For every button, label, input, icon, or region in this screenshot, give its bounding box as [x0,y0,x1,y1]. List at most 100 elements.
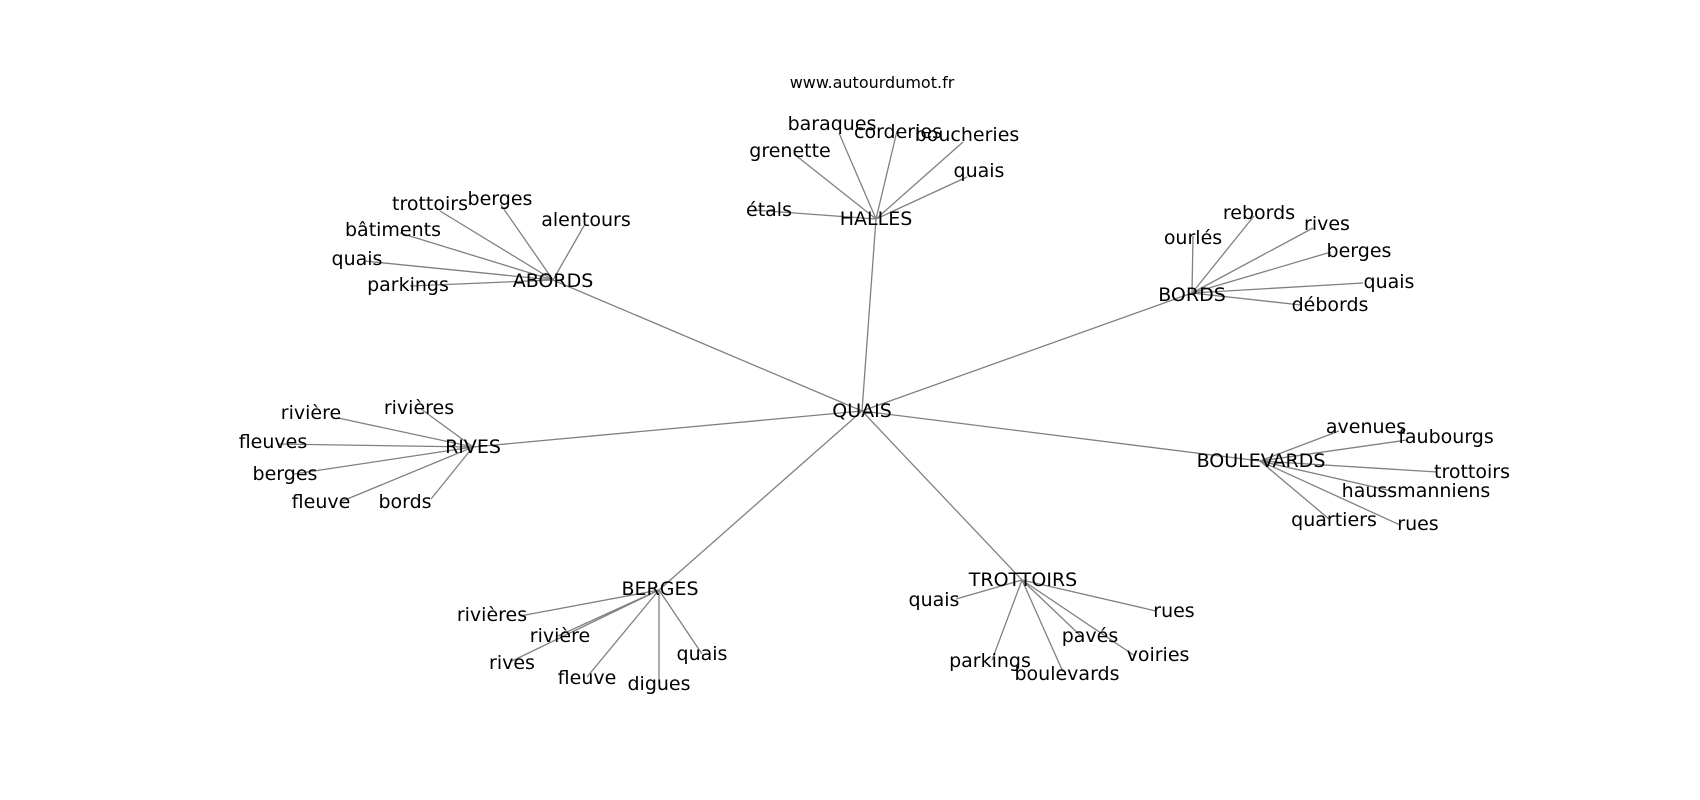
edge-center-0 [861,218,877,412]
edge-4-4 [1259,460,1330,520]
leaf-node-2-3[interactable]: berges [1327,240,1392,262]
edge-1-1 [500,204,554,281]
hub-node-1[interactable]: ABORDS [513,270,594,292]
edge-2-2 [1191,235,1194,294]
leaf-node-2-2[interactable]: ourlés [1164,227,1222,249]
leaf-node-4-3[interactable]: haussmanniens [1342,480,1491,502]
leaf-node-3-2[interactable]: fleuves [239,431,308,453]
leaf-node-1-2[interactable]: alentours [541,209,630,231]
edge-4-1 [1259,439,1408,462]
leaf-node-6-3[interactable]: parkings [949,650,1031,672]
leaf-node-6-5[interactable]: boulevards [1014,663,1119,685]
edge-5-2 [511,589,660,662]
edge-6-2 [1021,579,1084,639]
leaf-node-0-0[interactable]: baraques [788,113,877,135]
edge-4-2 [1259,460,1438,473]
leaf-node-1-4[interactable]: quais [332,248,383,270]
edge-1-4 [363,260,554,281]
edge-5-5 [658,589,703,655]
leaf-node-3-4[interactable]: fleuve [292,491,351,513]
edges [276,130,1438,683]
edge-5-3 [586,589,660,678]
leaf-node-1-0[interactable]: trottoirs [392,193,468,215]
leaf-node-5-0[interactable]: rivières [457,604,527,626]
leaf-node-2-4[interactable]: quais [1364,271,1415,293]
edge-1-3 [399,232,554,281]
edge-2-3 [1191,251,1332,294]
leaf-node-4-4[interactable]: quartiers [1291,509,1377,531]
leaf-node-3-1[interactable]: rivières [384,397,454,419]
edge-0-1 [875,130,898,220]
edge-6-3 [991,579,1023,661]
edge-4-5 [1259,460,1401,526]
leaf-node-5-4[interactable]: digues [627,673,690,695]
leaf-node-5-3[interactable]: fleuve [558,667,617,689]
leaf-node-3-5[interactable]: bords [378,491,431,513]
leaf-node-2-1[interactable]: rives [1304,213,1350,235]
edge-center-5 [658,410,863,591]
edge-center-2 [861,292,1193,412]
edge-0-2 [875,141,964,220]
edge-2-5 [1191,292,1302,306]
leaf-node-6-2[interactable]: pavés [1062,625,1119,647]
edge-3-3 [293,446,474,475]
leaf-node-6-1[interactable]: rues [1153,600,1194,622]
leaf-node-6-4[interactable]: voiries [1127,644,1190,666]
center-node[interactable]: QUAIS [832,400,892,422]
leaf-node-1-5[interactable]: parkings [367,274,449,296]
edge-3-1 [420,408,474,448]
edge-2-1 [1191,227,1314,294]
edge-0-4 [875,176,968,220]
edge-6-4 [1021,579,1136,657]
leaf-node-5-5[interactable]: quais [677,643,728,665]
edge-center-4 [861,410,1261,462]
edge-0-5 [752,209,877,220]
hub-node-4[interactable]: BOULEVARDS [1197,450,1326,472]
edge-3-4 [339,446,474,503]
leaf-node-1-3[interactable]: bâtiments [345,219,441,241]
edge-center-6 [861,410,1023,581]
hub-node-5[interactable]: BERGES [621,578,698,600]
hub-node-0[interactable]: HALLES [840,208,913,230]
leaf-node-5-1[interactable]: rivière [530,625,590,647]
edge-2-4 [1191,282,1364,294]
hub-node-6[interactable]: TROTTOIRS [968,569,1077,591]
edge-center-3 [472,410,863,448]
hub-node-3[interactable]: RIVES [445,436,501,458]
edge-6-5 [1021,579,1064,673]
edge-6-1 [1021,579,1157,612]
leaf-node-0-3[interactable]: grenette [749,140,830,162]
leaf-node-4-0[interactable]: avenues [1326,416,1406,438]
leaf-node-0-1[interactable]: corderies [854,121,942,143]
leaf-node-0-5[interactable]: étals [746,199,792,221]
leaf-node-1-1[interactable]: berges [468,188,533,210]
leaf-node-0-2[interactable]: boucheries [915,124,1020,146]
edge-0-3 [793,153,877,220]
leaf-node-0-4[interactable]: quais [954,160,1005,182]
leaf-node-4-5[interactable]: rues [1397,513,1438,535]
edge-5-0 [519,589,660,617]
leaf-node-2-0[interactable]: rebords [1223,202,1295,224]
leaf-node-4-2[interactable]: trottoirs [1434,461,1510,483]
edge-4-0 [1259,430,1340,462]
hub-node-2[interactable]: BORDS [1158,284,1226,306]
edge-3-5 [430,446,474,500]
leaf-node-2-5[interactable]: débords [1292,294,1369,316]
edge-1-0 [439,210,554,281]
leaf-node-4-1[interactable]: faubourgs [1398,426,1494,448]
leaf-node-3-3[interactable]: berges [253,463,318,485]
edge-6-0 [955,579,1023,600]
leaf-node-3-0[interactable]: rivière [281,402,341,424]
edge-0-0 [838,132,877,220]
edge-3-0 [337,417,474,448]
edge-center-1 [552,279,863,412]
leaf-node-5-2[interactable]: rives [489,652,535,674]
edge-3-2 [276,443,474,448]
edge-4-3 [1259,460,1397,493]
leaf-node-6-0[interactable]: quais [909,589,960,611]
edge-1-2 [552,223,586,281]
site-credit: www.autourdumot.fr [790,73,955,92]
edge-1-5 [409,279,554,287]
edge-2-0 [1191,215,1255,294]
